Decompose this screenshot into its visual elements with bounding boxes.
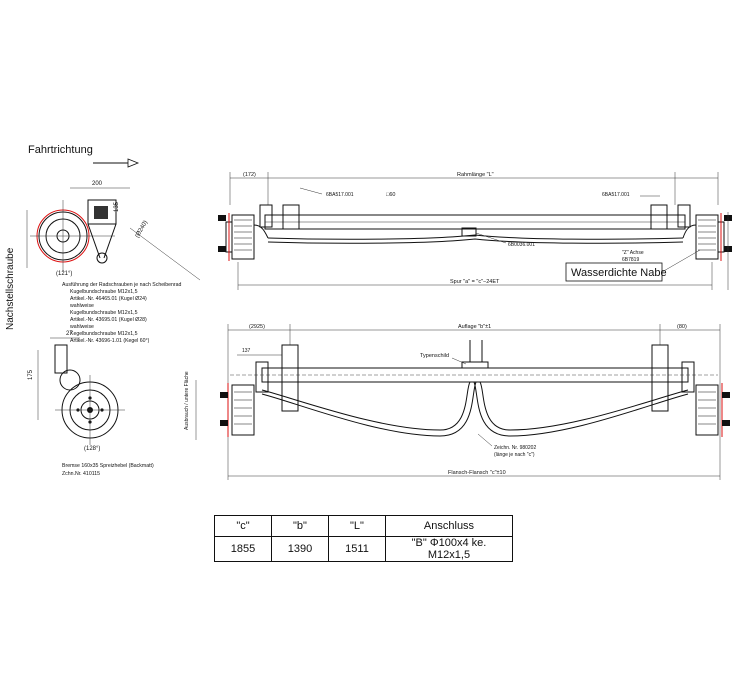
part-right: 6BA517.001 [602,192,630,198]
spec-header-c: "c" [214,515,272,537]
dim-200: 200 [92,181,103,187]
top-dim-length: Rahmlänge "L" [457,172,494,178]
wheel-side-view-upper: 200 (Ø240) (121°) 135 [26,181,201,281]
side-label: Nachstellschraube [5,247,16,330]
spec-header-l: "L" [328,515,386,537]
flange-dim: Flansch-Flansch "c"±10 [448,470,506,476]
brake-notes: Bremse 160x35 Spreizhebel (Backmatt) Zch… [62,463,154,477]
front-dim-right: (80) [677,324,687,330]
hub-label: Wasserdichte Nabe [571,267,667,279]
side-note: Ausbrauch / untere Fläche [184,371,190,430]
wheel-note-line: Kugelbundschraube M12x1,5 [70,289,138,295]
spec-value-row: 1855 1390 1511 "B" Φ100x4 ke. M12x1,5 [214,536,513,562]
track-width: Spur "a" = "c"−24ET [450,279,500,285]
top-dim-left: (172) [243,172,256,178]
dim-175: 175 [28,369,34,380]
cable-note-1: Zeichn. Nr. 980202 [494,445,536,451]
dim-27: 27 [66,331,73,337]
spec-header-anschluss: Anschluss [385,515,513,537]
wheel-note-line: Artikel.-Nr. 46465.01 (Kugel Ø24) [70,296,147,302]
spec-header-row: "c" "b" "L" Anschluss [214,515,513,537]
dim-121: (121°) [56,271,72,277]
wheel-note-line: Kegelbundschraube M12x1,5 [70,331,138,337]
wheel-note-line: wahlweise [70,303,94,309]
wheel-side-view-lower: 27 175 (128°) [28,331,125,452]
spec-value-anschluss: "B" Φ100x4 ke. M12x1,5 [385,536,513,562]
part-left: 6BA517.001 [326,192,354,198]
brake-note-line: Bremse 160x35 Spreizhebel (Backmatt) [62,463,154,469]
direction-label: Fahrtrichtung [28,144,93,156]
spec-header-b: "b" [271,515,329,537]
spec-value-l: 1511 [328,536,386,562]
wheel-note-line: wahlweise [70,324,94,330]
tube-size: □60 [386,192,395,198]
spec-value-c: 1855 [214,536,272,562]
cable-note-2: (länge je nach "c") [494,452,535,458]
axle-top-view: (172) Rahmlänge "L" 6BA517.001 6BA517.00… [218,172,732,290]
wheel-note-line: Kugelbundschraube M12x1,5 [70,310,138,316]
dim-240: (Ø240) [135,220,150,239]
clip-part: 6B0036.001 [508,242,535,248]
axle-note: "Z" Achse [622,250,644,256]
front-dim-mid: Auflage "b"±1 [458,324,491,330]
dim-137: 137 [242,348,251,354]
front-dim-left: (2925) [249,324,265,330]
wheel-notes: Ausführung der Radschrauben je nach Sche… [62,282,182,344]
brake-note-line: Zchn.Nr. 410115 [62,471,100,477]
dim-128: (128°) [84,446,100,452]
hub-label-box: Wasserdichte Nabe [565,249,701,282]
direction-arrow-icon [93,158,140,168]
wheel-note-line: Ausführung der Radschrauben je nach Sche… [62,282,182,288]
spec-table: "c" "b" "L" Anschluss 1855 1390 1511 "B"… [214,515,513,562]
axle-front-view: (2925) Auflage "b"±1 (80) 137 Typenschil… [184,324,730,480]
wheel-note-line: Artikel.-Nr. 43695.01 (Kugel Ø28) [70,317,147,323]
spec-value-b: 1390 [271,536,329,562]
wheel-note-line: Artikel.-Nr. 43696-1.01 (Kegel 60°) [70,338,150,344]
typeplate-label: Typenschild [420,353,449,359]
dim-135: 135 [114,201,120,212]
axle-note-part: 6B7819 [622,257,639,263]
